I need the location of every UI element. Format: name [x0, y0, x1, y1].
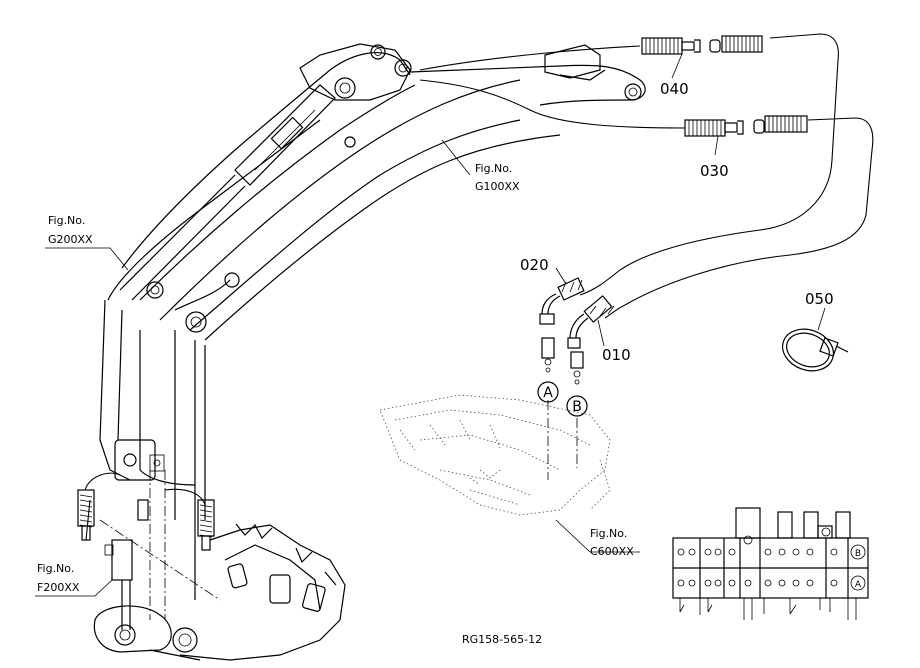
machine-body-faded: [379, 394, 611, 516]
port-connectors: [541, 337, 584, 480]
arm-fitting-right: [197, 499, 215, 551]
fig-ref-c600: Fig.No. C600XX: [555, 519, 640, 558]
fig-ref-c600-code: C600XX: [590, 545, 634, 558]
control-valve-schematic: B A: [672, 507, 869, 620]
valve-port-a: A: [855, 580, 862, 590]
part-label-030: 030: [700, 162, 729, 180]
part-label-040: 040: [660, 80, 689, 98]
port-b-marker: B: [566, 395, 588, 417]
fig-ref-g100: Fig.No. G100XX: [441, 139, 520, 193]
arm-assembly: [99, 299, 221, 630]
fig-ref-g100-label: Fig.No.: [475, 162, 512, 175]
port-b-label: B: [572, 399, 582, 415]
arm-fitting-left: [77, 489, 95, 541]
part-label-050: 050: [805, 290, 834, 308]
port-a-marker: A: [537, 381, 559, 403]
fig-ref-g100-code: G100XX: [475, 180, 520, 193]
part-label-010: 010: [602, 346, 631, 364]
part-020-hose-fitting: [539, 267, 585, 325]
arm-hoses: [77, 472, 215, 551]
part-050-hose-clamp: [782, 307, 849, 372]
part-030-hose-fittings: [684, 115, 808, 156]
part-040-hose-fittings: [641, 35, 763, 79]
part-010-hose-fitting: [567, 295, 615, 349]
bucket: [93, 523, 346, 661]
valve-port-b: B: [855, 549, 861, 559]
fig-ref-f200-code: F200XX: [37, 581, 80, 594]
fig-ref-g200-code: G200XX: [48, 233, 93, 246]
valve-ports-bottom: [677, 579, 838, 587]
fig-ref-g200-label: Fig.No.: [48, 214, 85, 227]
valve-ports-top: [677, 548, 838, 556]
part-label-020: 020: [520, 256, 549, 274]
boom-assembly: [107, 43, 646, 341]
fig-ref-f200-label: Fig.No.: [37, 562, 74, 575]
fig-ref-g200: Fig.No. G200XX: [45, 214, 129, 271]
port-a-label: A: [543, 385, 553, 401]
fig-ref-c600-label: Fig.No.: [590, 527, 627, 540]
drawing-number: RG158-565-12: [462, 633, 542, 646]
fig-ref-f200: Fig.No. F200XX: [35, 562, 113, 597]
hose-routing: [419, 33, 874, 319]
